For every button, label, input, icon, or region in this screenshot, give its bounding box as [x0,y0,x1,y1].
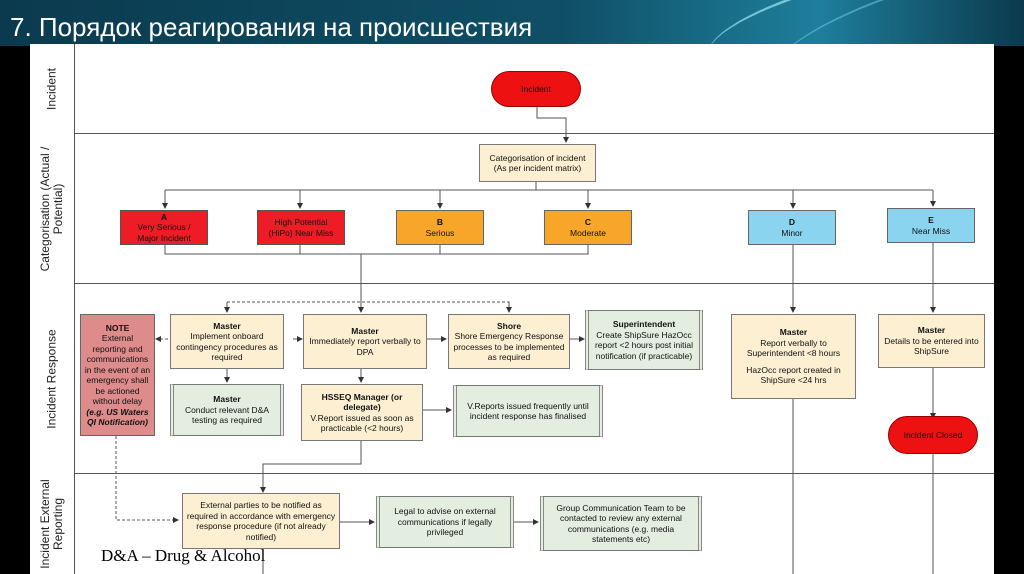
lane-incident-response: Incident Response [30,284,75,475]
vreports-box: V.Reports issued frequently until incide… [453,385,603,437]
category-hipo-box: High Potential(HiPo) Near Miss [257,210,345,245]
lane-divider [74,283,994,284]
categorisation-box: Categorisation of incident(As per incide… [479,144,596,182]
hsseq-box: HSSEQ Manager (or delegate)V.Report issu… [301,384,423,441]
lane-divider [74,473,994,474]
lane-incident: Incident [30,44,75,135]
lane-categorisation: Categorisation (Actual / Potential) [30,134,75,285]
incident-start-node: Incident [491,71,581,107]
incident-closed-node: Incident Closed [888,416,978,454]
title-bar: 7. Порядок реагирования на происшествия [0,0,1024,46]
group-communication-box: Group Communication Team to be contacted… [540,496,702,551]
master-minor-box: Master Report verbally to Superintendent… [731,314,856,399]
slide-title: 7. Порядок реагирования на происшествия [10,12,533,42]
lane-divider [74,133,994,134]
footer-note: D&A – Drug & Alcohol [101,546,266,565]
note-box: NOTE External reporting and communicatio… [80,314,155,436]
flowchart-document: Incident Categorisation (Actual / Potent… [30,44,994,574]
lane-external-reporting: Incident External Reporting [30,474,75,574]
legal-advice-box: Legal to advise on external communicatio… [376,496,514,548]
connector-lines [115,104,936,574]
external-parties-box: External parties to be notified as requi… [182,493,340,549]
